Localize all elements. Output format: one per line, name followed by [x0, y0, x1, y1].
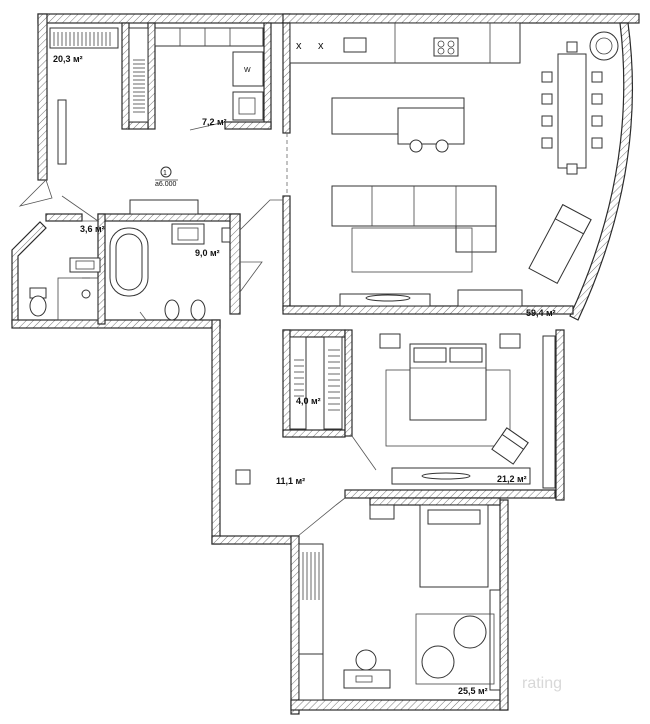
- pouf-2: [421, 645, 455, 679]
- cooktop-marker-1: x: [296, 40, 302, 52]
- cooktop-marker-2: x: [318, 40, 324, 52]
- floor-drain: [81, 289, 91, 299]
- toilet: [164, 299, 180, 321]
- room-4-area: 3,6 м²: [80, 224, 105, 234]
- room-walk-in-closet: 4,0 м²: [289, 336, 343, 430]
- room-hall: 11,1 м²: [235, 469, 305, 486]
- wall-shelf: [489, 589, 501, 691]
- section-marker: 1 а6.000: [155, 166, 178, 188]
- room-bathroom: 9,0 м²: [109, 199, 231, 321]
- desk-chair: [355, 649, 377, 671]
- room-laundry: W 7,2 м²: [128, 27, 264, 127]
- kitchen-counter: [289, 22, 521, 64]
- bedroom-tv: [421, 472, 471, 480]
- utility-sink: [232, 91, 264, 121]
- section-marker-sheet: а6.000: [155, 181, 177, 188]
- toilet-wc: [29, 295, 47, 317]
- internal-walls: [45, 22, 574, 506]
- room-bedroom-top-left: 20,3 м²: [49, 27, 119, 165]
- dining-table: [541, 41, 603, 175]
- room-9-area: 25,5 м²: [458, 686, 488, 696]
- desk: [343, 669, 391, 689]
- watermark: rating: [522, 675, 562, 692]
- plant-icon: [589, 31, 619, 61]
- room-2-area: 7,2 м²: [202, 117, 227, 127]
- desk-shelf: [57, 99, 67, 165]
- bath-shelf: [129, 199, 199, 215]
- bidet: [190, 299, 206, 321]
- wardrobe-top-left: [53, 32, 111, 46]
- room-5-area: 9,0 м²: [195, 248, 220, 258]
- cooktop: [433, 37, 459, 57]
- doors: [18, 121, 377, 537]
- upper-cabinets: [154, 27, 264, 47]
- washer-label: W: [244, 67, 251, 74]
- pouf-1: [453, 615, 487, 649]
- wc-sink: [69, 257, 101, 273]
- wardrobe-rack: [128, 27, 149, 123]
- armchair: [491, 427, 529, 465]
- room-bedroom-bottom: 25,5 м²: [298, 504, 501, 701]
- sofa: [331, 185, 497, 253]
- kitchen-sink: [343, 37, 367, 53]
- window-bench: [542, 335, 556, 489]
- washer: [232, 51, 264, 87]
- room-3-area: 59,4 м²: [526, 308, 556, 318]
- section-marker-number: 1: [163, 170, 167, 177]
- room-8-area: 11,1 м²: [276, 476, 305, 486]
- room-living-kitchen: x x 59,4: [289, 22, 619, 318]
- play-rug: [415, 613, 495, 685]
- room-7-area: 21,2 м²: [497, 474, 527, 484]
- room-1-area: 20,3 м²: [53, 54, 83, 64]
- bath-sink: [171, 223, 205, 245]
- tv: [365, 294, 411, 302]
- room-master-bedroom: 21,2 м²: [379, 333, 556, 489]
- media-bench: [457, 289, 523, 307]
- hall-cabinet: [235, 469, 251, 485]
- outer-walls: [11, 13, 640, 715]
- lounge-chair: [528, 204, 592, 284]
- living-rug: [351, 227, 473, 273]
- room-6-area: 4,0 м²: [296, 396, 321, 406]
- room-wc: 3,6 м²: [29, 224, 105, 321]
